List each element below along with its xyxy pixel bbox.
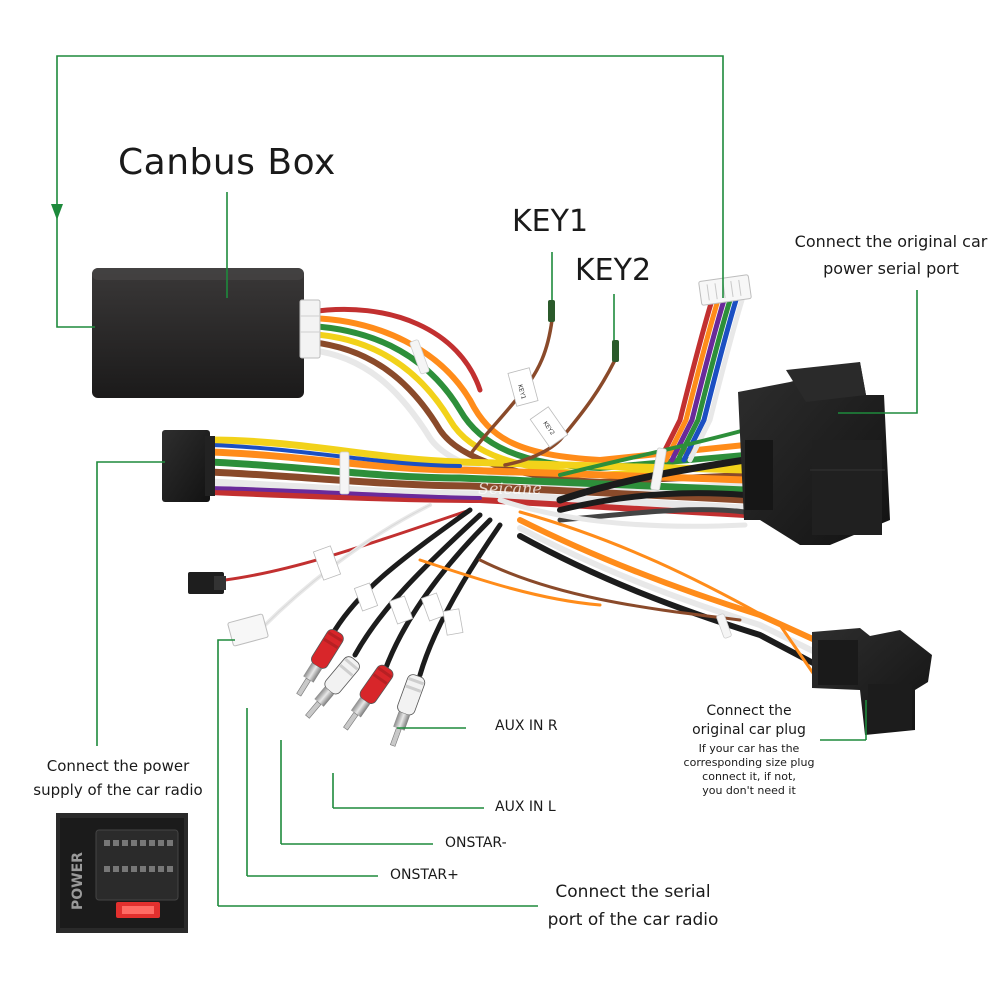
- rca-plug-icon: [300, 653, 363, 723]
- power-supply-line1: Connect the power: [46, 757, 190, 775]
- leader-lines: [56, 55, 918, 906]
- power-20pin-connector: [162, 430, 215, 502]
- plug-line2: original car plug: [692, 722, 806, 738]
- watermark: Seicane: [478, 479, 542, 498]
- key1-label: KEY1: [512, 204, 589, 239]
- plug-note-line4: you don't need it: [702, 784, 796, 797]
- aux-in-r-label: AUX IN R: [495, 718, 558, 734]
- tag-key1-text: KEY1: [516, 384, 527, 401]
- plug-note-line2: corresponding size plug: [683, 756, 815, 769]
- key1-connector: [548, 300, 555, 322]
- original-car-plug-connector: [812, 628, 932, 735]
- power-connector-photo: [56, 813, 188, 933]
- canbus-box: [92, 268, 321, 398]
- small-white-plug: [227, 613, 269, 647]
- power-serial-port-label: Connect the original car power serial po…: [783, 228, 999, 282]
- key2-label: KEY2: [575, 253, 652, 288]
- wire-tags: [312, 367, 569, 636]
- key2-connector: [612, 340, 619, 362]
- serial-radio-line1: Connect the serial: [555, 882, 711, 902]
- power-supply-label: Connect the power supply of the car radi…: [28, 754, 208, 802]
- serial-radio-line2: port of the car radio: [547, 910, 719, 930]
- onstar-minus-label: ONSTAR-: [445, 835, 507, 851]
- aux-in-l-label: AUX IN L: [495, 799, 556, 815]
- onstar-plus-label: ONSTAR+: [390, 867, 459, 883]
- power-serial-line2: power serial port: [823, 259, 959, 278]
- plug-note-line1: If your car has the: [698, 742, 800, 755]
- canbus-box-label: Canbus Box: [118, 142, 336, 183]
- connector-pin-icon: [104, 840, 173, 872]
- power-supply-line2: supply of the car radio: [33, 781, 203, 799]
- wire-bundle: [206, 297, 818, 678]
- plug-line1: Connect the: [706, 703, 792, 719]
- original-power-serial-connector: [738, 362, 890, 545]
- power-connector-text: POWER: [70, 852, 86, 910]
- cable-ties: [339, 339, 732, 639]
- serial-radio-label: Connect the serial port of the car radio: [536, 878, 730, 934]
- rca-plug-icon: [383, 672, 427, 750]
- plug-note-line3: connect it, if not,: [702, 770, 796, 783]
- original-car-plug-label: Connect the original car plug If your ca…: [676, 702, 822, 798]
- power-serial-line1: Connect the original car: [794, 232, 988, 251]
- arrow-down-icon: [51, 204, 63, 220]
